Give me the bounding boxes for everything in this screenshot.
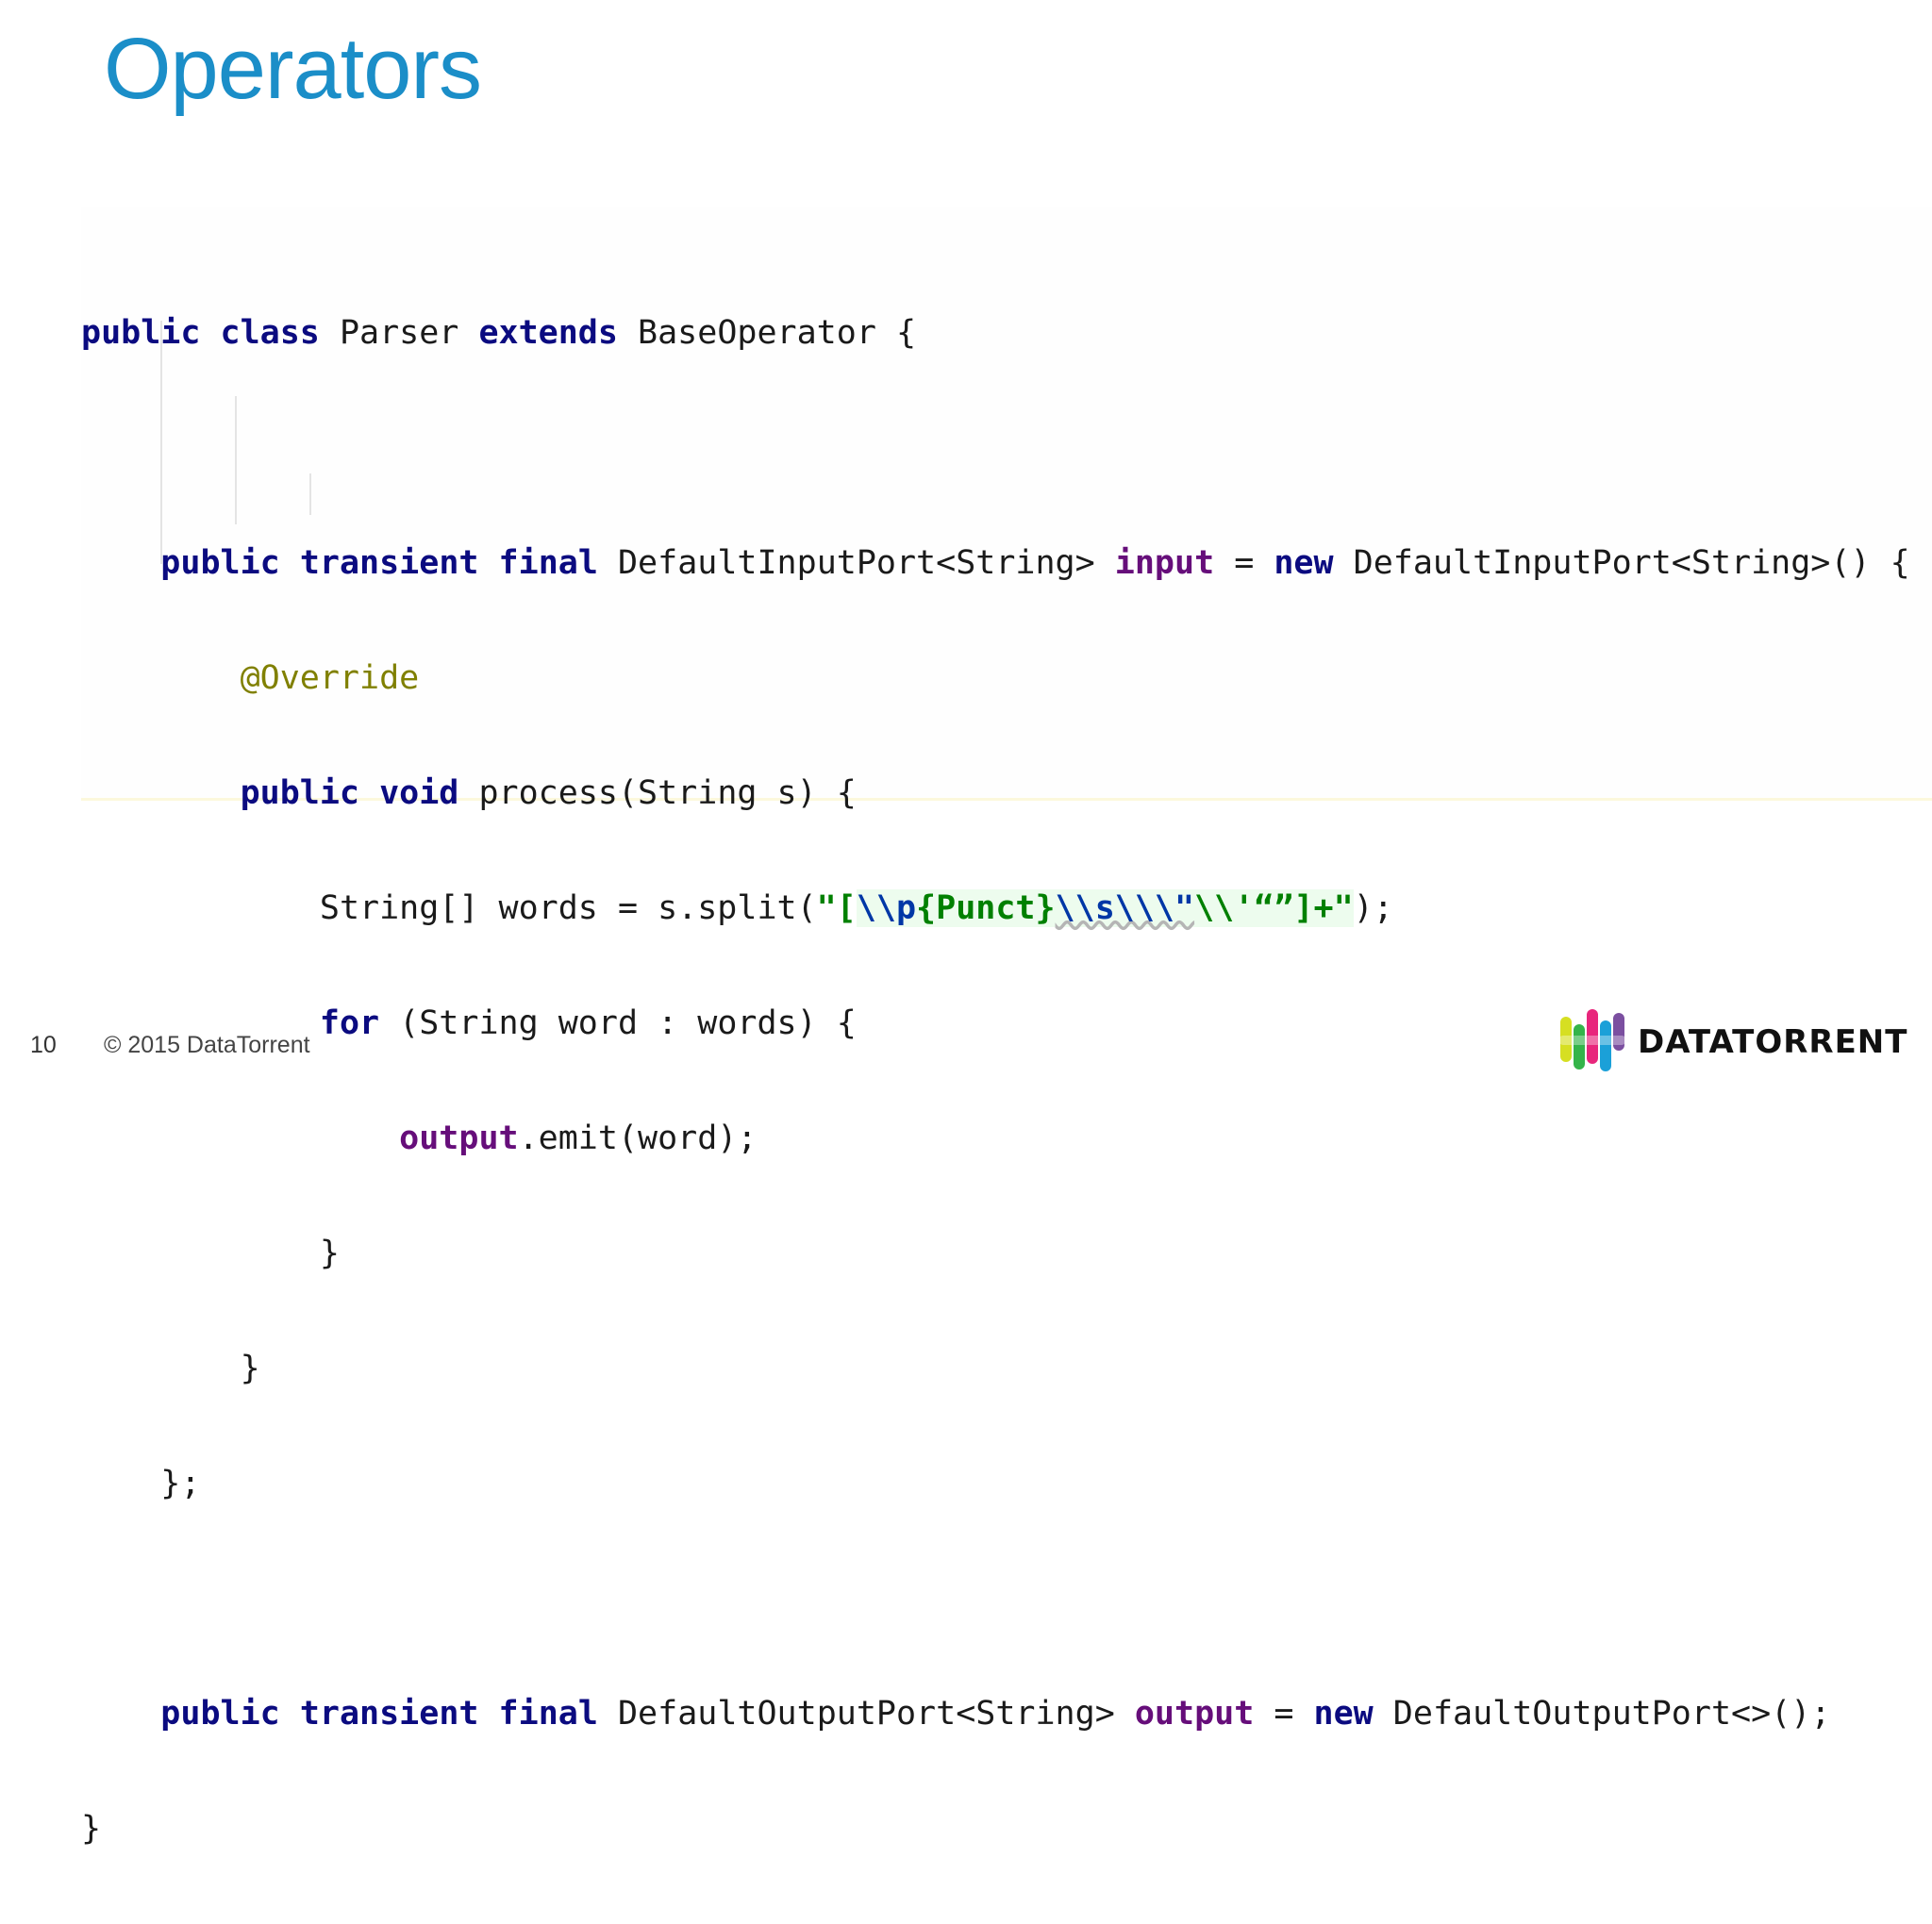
page-number: 10	[30, 1032, 57, 1058]
code-block: public class Parser extends BaseOperator…	[81, 207, 1932, 1848]
code-token: .emit(word);	[518, 1120, 758, 1157]
code-line-1: public class Parser extends BaseOperator…	[81, 313, 1910, 353]
keyword: public	[81, 314, 201, 352]
datatorrent-logo-icon	[1558, 1009, 1626, 1071]
keyword: public	[240, 774, 360, 812]
code-line-2	[81, 428, 1910, 468]
keyword: extends	[478, 314, 618, 352]
code-token: DefaultOutputPort<>();	[1373, 1695, 1831, 1733]
code-token: };	[160, 1465, 201, 1502]
string-highlight: \\p{Punct}\\s\\\"\\'“”]+"	[856, 889, 1354, 927]
escape-sequence: \\p	[856, 889, 917, 927]
code-token: }	[240, 1350, 260, 1387]
code-token: }	[319, 1235, 340, 1272]
string-literal: "[	[816, 889, 857, 927]
keyword: transient	[299, 544, 479, 582]
code-token: Parser	[319, 314, 479, 352]
field-name: input	[1114, 544, 1215, 582]
code-line-12	[81, 1579, 1910, 1618]
indent-guide	[309, 473, 311, 515]
code-token: DefaultInputPort<String>() {	[1333, 544, 1910, 582]
code-line-10: }	[81, 1349, 1910, 1388]
code-token: process(String s) {	[458, 774, 857, 812]
keyword: final	[498, 1695, 598, 1733]
keyword: for	[319, 1004, 380, 1042]
logo-wordmark: DATATORRENT	[1638, 1023, 1908, 1061]
keyword: public	[160, 1695, 280, 1733]
code-line-7: for (String word : words) {	[81, 1003, 1910, 1043]
keyword: void	[379, 774, 459, 812]
field-name: output	[399, 1120, 519, 1157]
string-literal: \\'“”]+"	[1194, 889, 1354, 927]
keyword: new	[1313, 1695, 1374, 1733]
code-token: =	[1254, 1695, 1314, 1733]
code-text: public class Parser extends BaseOperator…	[81, 238, 1910, 1924]
datatorrent-logo: DATATORRENT	[1558, 1007, 1907, 1077]
code-token: String[] words = s.split(	[319, 889, 817, 927]
code-token: DefaultOutputPort<String>	[597, 1695, 1135, 1733]
code-token: }	[81, 1810, 102, 1848]
code-token: =	[1214, 544, 1274, 582]
annotation: @Override	[240, 659, 420, 697]
code-token: );	[1353, 889, 1393, 927]
string-literal: {Punct}	[916, 889, 1056, 927]
indent-guide	[235, 396, 237, 524]
code-line-4: @Override	[81, 658, 1910, 698]
indent-guide	[160, 321, 162, 564]
keyword: new	[1274, 544, 1334, 582]
code-token: DefaultInputPort<String>	[597, 544, 1115, 582]
keyword: final	[498, 544, 598, 582]
field-name: output	[1134, 1695, 1255, 1733]
code-line-13: public transient final DefaultOutputPort…	[81, 1694, 1910, 1733]
code-token: (String word : words) {	[379, 1004, 857, 1042]
code-line-3: public transient final DefaultInputPort<…	[81, 543, 1910, 583]
code-token: BaseOperator {	[617, 314, 917, 352]
code-line-9: }	[81, 1234, 1910, 1273]
code-line-11: };	[81, 1464, 1910, 1503]
escape-sequence: \\s\\\"	[1055, 889, 1195, 927]
keyword: transient	[299, 1695, 479, 1733]
code-line-14: }	[81, 1809, 1910, 1849]
code-line-6: String[] words = s.split("[\\p{Punct}\\s…	[81, 888, 1910, 928]
code-line-5: public void process(String s) {	[81, 773, 1910, 813]
keyword: public	[160, 544, 280, 582]
code-line-8: output.emit(word);	[81, 1119, 1910, 1158]
keyword: class	[220, 314, 320, 352]
copyright-text: © 2015 DataTorrent	[104, 1032, 310, 1058]
slide-title: Operators	[104, 21, 482, 117]
